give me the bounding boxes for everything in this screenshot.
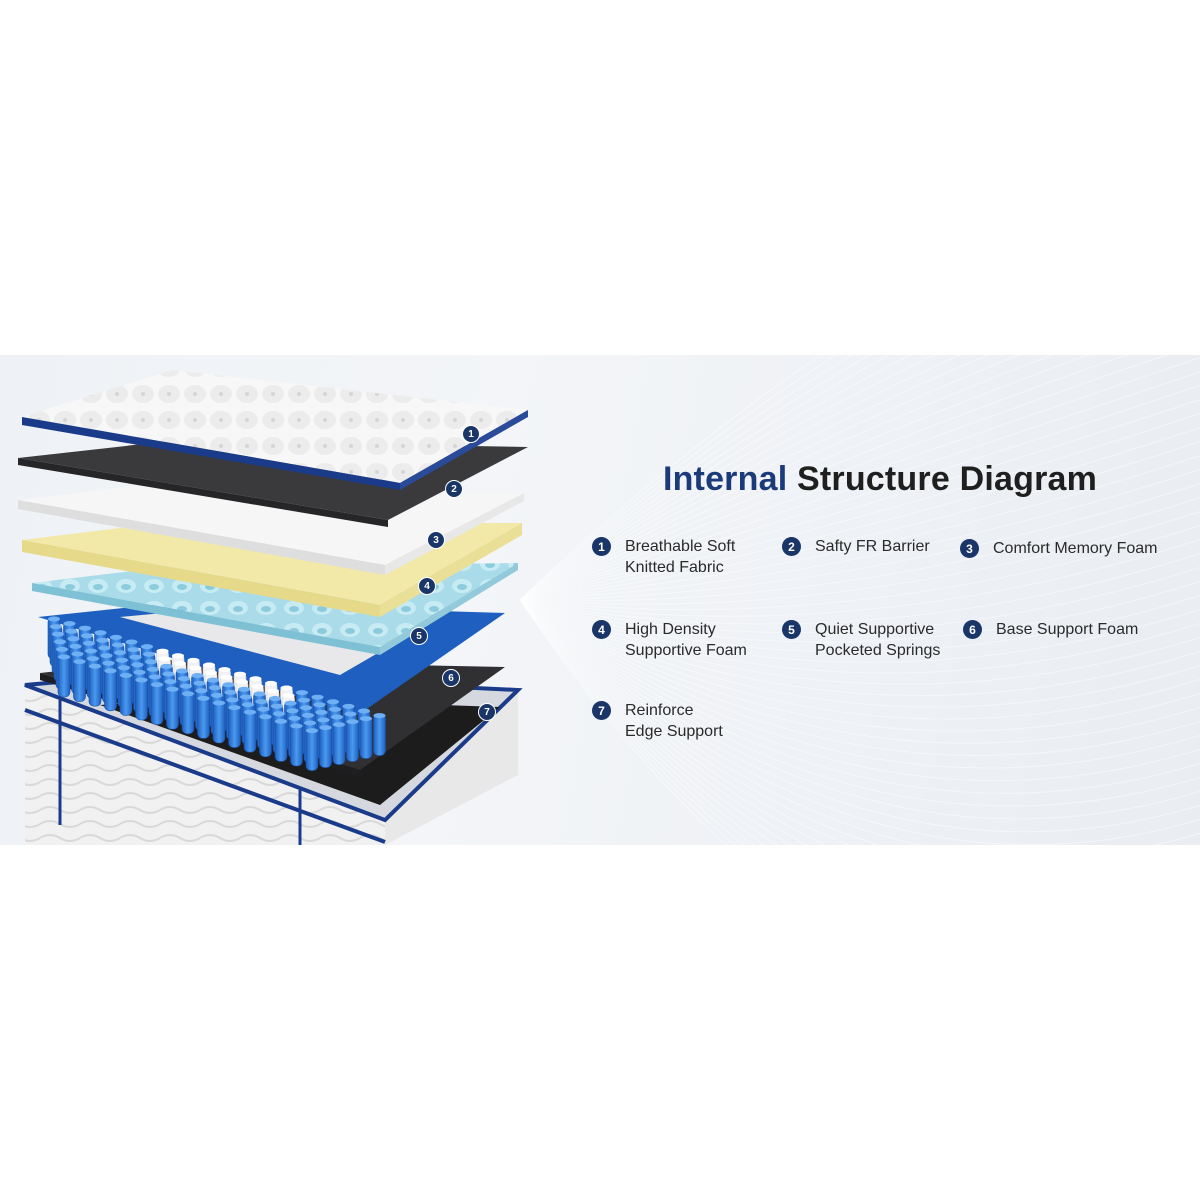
legend-badge-1: 1	[592, 537, 611, 556]
tag-2: 2	[445, 480, 463, 498]
mattress-illustration	[18, 370, 528, 845]
layer-1-knitted-fabric	[22, 370, 528, 490]
tag-3: 3	[427, 531, 445, 549]
legend-label-6: Base Support Foam	[996, 621, 1139, 638]
tag-6: 6	[442, 669, 460, 687]
legend-badge-3: 3	[960, 539, 979, 558]
legend-label-4: High Density Supportive Foam	[625, 621, 747, 659]
legend-item-7: 7 Reinforce Edge Support	[592, 700, 723, 742]
structure-banner: 1 2 3 4 5 6 7 Internal Structure Diagram…	[0, 355, 1200, 845]
legend-item-5: 5 Quiet Supportive Pocketed Springs	[782, 619, 940, 661]
tag-1: 1	[462, 425, 480, 443]
legend-label-7: Reinforce Edge Support	[625, 702, 723, 740]
legend-label-2: Safty FR Barrier	[815, 538, 930, 555]
legend-badge-6: 6	[963, 620, 982, 639]
tag-4: 4	[418, 577, 436, 595]
legend-badge-7: 7	[592, 701, 611, 720]
tag-5: 5	[410, 627, 428, 645]
legend-badge-4: 4	[592, 620, 611, 639]
legend-label-5: Quiet Supportive Pocketed Springs	[815, 621, 941, 659]
legend-label-3: Comfort Memory Foam	[993, 540, 1158, 557]
legend-item-3: 3 Comfort Memory Foam	[960, 538, 1157, 559]
tag-7: 7	[478, 703, 496, 721]
diagram-title: Internal Structure Diagram	[540, 460, 1200, 499]
legend-badge-2: 2	[782, 537, 801, 556]
title-rest: Structure Diagram	[797, 460, 1098, 498]
title-highlight: Internal	[662, 460, 788, 498]
legend-item-2: 2 Safty FR Barrier	[782, 536, 930, 557]
legend-badge-5: 5	[782, 620, 801, 639]
legend-label-1: Breathable Soft Knitted Fabric	[625, 538, 736, 576]
legend-item-1: 1 Breathable Soft Knitted Fabric	[592, 536, 735, 578]
legend-item-6: 6 Base Support Foam	[963, 619, 1138, 640]
background-lines	[519, 355, 1200, 845]
legend-item-4: 4 High Density Supportive Foam	[592, 619, 747, 661]
